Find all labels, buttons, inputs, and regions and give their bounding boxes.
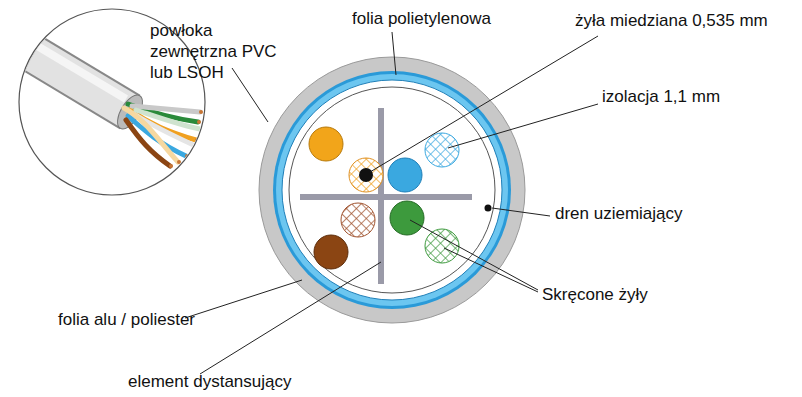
leader-lines bbox=[185, 32, 598, 374]
callout-label: żyła miedziana 0,535 mm bbox=[575, 10, 768, 31]
callout-label: Skręcone żyły bbox=[542, 284, 648, 305]
callout-label: izolacja 1,1 mm bbox=[602, 86, 720, 107]
callout-label: folia polietylenowa bbox=[352, 8, 491, 29]
callout-label: powłoka zewnętrzna PVC lub LSOH bbox=[150, 20, 300, 83]
callout-label: folia alu / poliester bbox=[58, 309, 195, 330]
cable-cross-section bbox=[259, 57, 525, 323]
callout-label: dren uziemiający bbox=[555, 203, 683, 224]
callout-label: element dystansujący bbox=[128, 371, 291, 392]
